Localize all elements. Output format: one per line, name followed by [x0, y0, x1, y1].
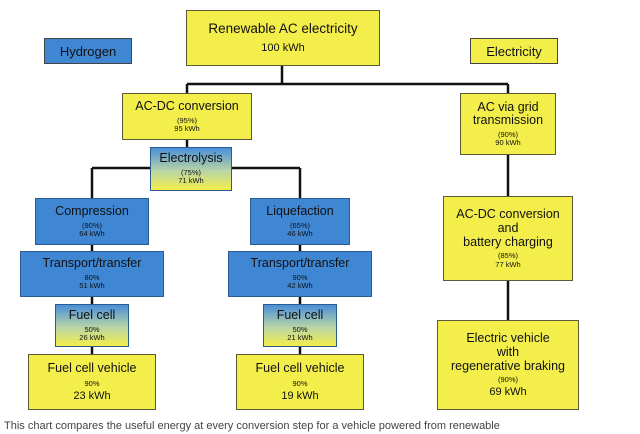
fuel-cell-compression-node: Fuel cell 50% 26 kWh	[55, 304, 129, 347]
ev-line1: Electric vehicle	[466, 331, 550, 346]
fcv-compression-title: Fuel cell vehicle	[47, 360, 137, 375]
fuel-cell-compression-title: Fuel cell	[68, 307, 116, 322]
source-node: Renewable AC electricity 100 kWh	[186, 10, 380, 66]
electricity-legend: Electricity	[470, 38, 558, 64]
transport-compression-pct: 80%	[84, 273, 100, 283]
hydrogen-legend: Hydrogen	[44, 38, 132, 64]
grid-pct: (90%)	[497, 130, 518, 139]
transport-compression-title: Transport/transfer	[42, 256, 142, 271]
electric-vehicle-node: Electric vehicle with regenerative braki…	[437, 320, 579, 410]
source-title: Renewable AC electricity	[208, 20, 358, 36]
hydrogen-legend-label: Hydrogen	[59, 43, 117, 59]
acdc-hydrogen-value: 95 kWh	[174, 123, 200, 133]
fuel-cell-liquefaction-title: Fuel cell	[276, 307, 324, 322]
source-value: 100 kWh	[261, 42, 305, 55]
compression-value: 64 kWh	[79, 228, 105, 238]
grid-value: 90 kWh	[495, 138, 521, 148]
compression-title: Compression	[55, 203, 129, 218]
grid-line2: transmission	[472, 113, 544, 128]
transport-compression-value: 51 kWh	[79, 281, 105, 291]
acdc-battery-value: 77 kWh	[495, 259, 521, 269]
acdc-battery-line2: and	[497, 220, 519, 235]
liquefaction-title: Liquefaction	[266, 203, 334, 218]
fuel-cell-liquefaction-node: Fuel cell 50% 21 kWh	[263, 304, 337, 347]
acdc-hydrogen-title: AC-DC conversion	[135, 98, 239, 113]
liquefaction-value: 46 kWh	[287, 228, 313, 238]
grid-line1: AC via grid	[477, 99, 539, 114]
acdc-hydrogen-pct: (95%)	[176, 115, 197, 125]
grid-transmission-node: AC via grid transmission (90%) 90 kWh	[460, 93, 556, 155]
fcv-liquefaction-title: Fuel cell vehicle	[255, 360, 345, 375]
transport-liquefaction-node: Transport/transfer 90% 42 kWh	[228, 251, 372, 297]
acdc-battery-line3: battery charging	[463, 234, 553, 249]
transport-liquefaction-value: 42 kWh	[287, 281, 313, 291]
compression-node: Compression (90%) 64 kWh	[35, 198, 149, 245]
fuel-cell-liquefaction-value: 21 kWh	[287, 332, 313, 342]
ev-line2: with	[496, 344, 520, 359]
liquefaction-pct: (65%)	[289, 220, 310, 230]
ev-value: 69 kWh	[489, 385, 527, 398]
electrolysis-pct: (75%)	[180, 168, 201, 178]
acdc-battery-node: AC-DC conversion and battery charging (8…	[443, 196, 573, 281]
fcv-compression-value: 23 kWh	[73, 389, 111, 402]
ev-line3: regenerative braking	[451, 358, 565, 373]
acdc-hydrogen-node: AC-DC conversion (95%) 95 kWh	[122, 93, 252, 140]
acdc-battery-line1: AC-DC conversion	[456, 207, 560, 222]
figure-caption: This chart compares the useful energy at…	[4, 420, 500, 432]
electricity-legend-label: Electricity	[486, 43, 542, 59]
liquefaction-node: Liquefaction (65%) 46 kWh	[250, 198, 350, 245]
transport-liquefaction-pct: 90%	[292, 273, 308, 283]
fuel-cell-vehicle-compression-node: Fuel cell vehicle 90% 23 kWh	[28, 354, 156, 410]
fuel-cell-liquefaction-pct: 50%	[292, 324, 308, 334]
fuel-cell-vehicle-liquefaction-node: Fuel cell vehicle 90% 19 kWh	[236, 354, 364, 410]
fuel-cell-compression-pct: 50%	[84, 324, 100, 334]
electrolysis-node: Electrolysis (75%) 71 kWh	[150, 147, 232, 191]
fcv-compression-pct: 90%	[84, 378, 100, 388]
transport-liquefaction-title: Transport/transfer	[250, 256, 350, 271]
fcv-liquefaction-value: 19 kWh	[281, 389, 319, 402]
compression-pct: (90%)	[81, 220, 102, 230]
ev-pct: (90%)	[497, 375, 518, 385]
electrolysis-title: Electrolysis	[159, 151, 223, 166]
electrolysis-value: 71 kWh	[178, 176, 204, 186]
acdc-battery-pct: (85%)	[497, 251, 518, 261]
transport-compression-node: Transport/transfer 80% 51 kWh	[20, 251, 164, 297]
fcv-liquefaction-pct: 90%	[292, 378, 308, 388]
fuel-cell-compression-value: 26 kWh	[79, 332, 105, 342]
